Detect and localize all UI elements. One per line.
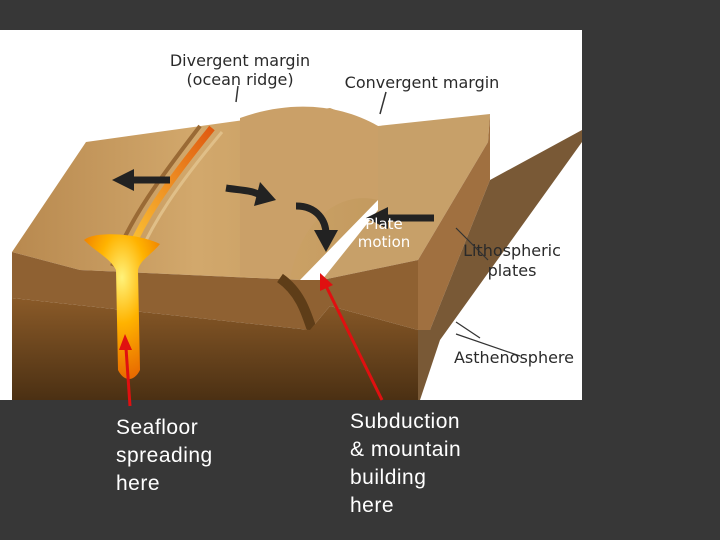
caption-subduction: Subduction & mountain building here: [350, 408, 461, 520]
subducting-slab: [276, 273, 317, 332]
caption-seafloor-spreading: Seafloor spreading here: [116, 414, 213, 498]
plate-motion-arrow-continent: [366, 207, 434, 229]
caption-line: here: [116, 472, 161, 495]
caption-line: Subduction: [350, 410, 461, 433]
label-plates: plates: [488, 261, 537, 280]
caption-line: here: [350, 494, 395, 517]
plate-tectonics-figure: Divergent margin (ocean ridge) Convergen…: [0, 30, 582, 400]
label-plate-motion: Plate: [365, 215, 403, 233]
pointer-arrow-seafloor: [119, 334, 132, 407]
plate-motion-arrow-right: [225, 182, 276, 206]
lithosphere-front: [12, 252, 418, 330]
label-asthenosphere: Asthenosphere: [454, 348, 574, 367]
plate-motion-arrow-left: [112, 169, 170, 191]
caption-line: spreading: [116, 444, 213, 467]
plate-boundary-diagram: Divergent margin (ocean ridge) Convergen…: [12, 51, 582, 400]
label-convergent-margin: Convergent margin: [345, 73, 500, 92]
asthenosphere-side: [418, 130, 582, 400]
leader-lithospheric-2: [455, 321, 481, 339]
asthenosphere-front: [12, 298, 418, 400]
plate-motion-arrow-down: [295, 202, 338, 252]
magma-plume: [84, 234, 160, 379]
caption-line: & mountain: [350, 438, 462, 461]
label-plate-motion-2: motion: [358, 233, 411, 251]
label-lithospheric: Lithospheric: [463, 241, 561, 260]
continental-plate-top: [322, 114, 490, 280]
leader-lithospheric-1: [455, 227, 489, 261]
leader-convergent: [379, 91, 387, 115]
label-divergent-margin: Divergent margin: [170, 51, 310, 70]
caption-line: building: [350, 466, 427, 489]
caption-line: Seafloor: [116, 416, 199, 439]
trough-surface: [240, 106, 378, 280]
leader-divergent: [235, 85, 239, 103]
continental-side-face: [418, 114, 490, 330]
leader-asthenosphere: [455, 333, 521, 357]
pointer-arrow-subduction: [320, 273, 384, 401]
label-ocean-ridge: (ocean ridge): [186, 70, 293, 89]
